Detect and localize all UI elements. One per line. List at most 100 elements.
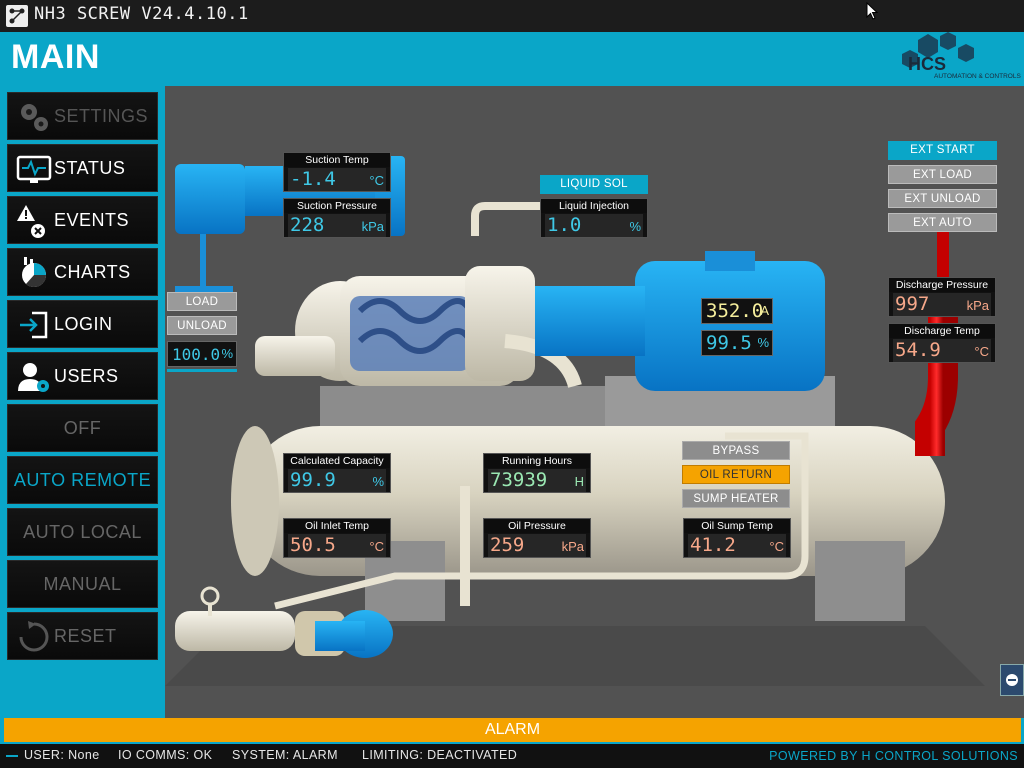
alarm-bar[interactable]: ALARM (4, 718, 1021, 742)
status-bar: USER: None IO COMMS: OK SYSTEM: ALARM LI… (0, 744, 1024, 768)
motor-load-value: 99.5 (706, 332, 752, 354)
mode-auto-remote-button[interactable]: AUTO REMOTE (7, 456, 158, 504)
oil-inlet-temp-unit: °C (369, 539, 384, 554)
slide-valve-unit: % (221, 346, 233, 361)
motor-current-value: 352.0 (706, 300, 764, 322)
remote-support-icon[interactable] (1000, 664, 1024, 696)
suction-temp-gauge: Suction Temp -1.4 °C (283, 152, 391, 192)
main-panel: LOAD UNLOAD 100.0 % Suction Temp -1.4 °C… (165, 86, 1024, 718)
discharge-temp-unit: °C (974, 344, 989, 359)
window-title: NH3 SCREW V24.4.10.1 (34, 4, 249, 24)
nav-users-label: USERS (54, 366, 119, 386)
liquid-sol-button[interactable]: LIQUID SOL (540, 175, 648, 194)
unload-button[interactable]: UNLOAD (167, 316, 237, 335)
status-user: USER: None (24, 748, 100, 762)
suction-temp-unit: °C (369, 173, 384, 188)
oil-inlet-temp-label: Oil Inlet Temp (284, 519, 390, 533)
bypass-button[interactable]: BYPASS (682, 441, 790, 460)
oil-sump-temp-value: 41.2 (690, 534, 736, 556)
ext-auto-button[interactable]: EXT AUTO (888, 213, 997, 232)
suction-pressure-value: 228 (290, 214, 325, 236)
oil-sump-temp-gauge: Oil Sump Temp 41.2 °C (683, 518, 791, 558)
nav-login-button[interactable]: LOGIN (7, 300, 158, 348)
liquid-injection-gauge: Liquid Injection 1.0 % (540, 198, 648, 238)
discharge-temp-label: Discharge Temp (889, 324, 995, 338)
page-header: MAIN HCS AUTOMATION & CONTROLS (0, 32, 1024, 86)
reset-button[interactable]: RESET (7, 612, 158, 660)
nav-users-button[interactable]: USERS (7, 352, 158, 400)
running-hours-label: Running Hours (484, 454, 590, 468)
suction-pressure-gauge: Suction Pressure 228 kPa (283, 198, 391, 238)
sidebar: SETTINGS STATUS EVENTS CHARTS (0, 86, 165, 718)
oil-pressure-label: Oil Pressure (484, 519, 590, 533)
oil-pressure-unit: kPa (561, 539, 584, 554)
calculated-capacity-gauge: Calculated Capacity 99.9 % (283, 453, 391, 493)
nav-status-label: STATUS (54, 158, 126, 178)
page-title: MAIN (11, 38, 100, 76)
oil-return-button[interactable]: OIL RETURN (682, 465, 790, 484)
mode-manual-label: MANUAL (43, 574, 122, 594)
users-gear-icon (18, 363, 49, 392)
calculated-capacity-label: Calculated Capacity (284, 454, 390, 468)
pie-chart-icon (22, 257, 47, 288)
ext-load-button[interactable]: EXT LOAD (888, 165, 997, 184)
sump-heater-button[interactable]: SUMP HEATER (682, 489, 790, 508)
oil-inlet-temp-value: 50.5 (290, 534, 336, 556)
discharge-temp-gauge: Discharge Temp 54.9 °C (888, 323, 996, 363)
oil-pressure-value: 259 (490, 534, 525, 556)
suction-pressure-unit: kPa (361, 219, 384, 234)
reset-label: RESET (54, 626, 117, 646)
discharge-pressure-label: Discharge Pressure (889, 278, 995, 292)
discharge-pressure-gauge: Discharge Pressure 997 kPa (888, 277, 996, 317)
mouse-cursor-icon (866, 2, 879, 20)
discharge-temp-value: 54.9 (895, 339, 941, 361)
oil-sump-temp-label: Oil Sump Temp (684, 519, 790, 533)
nav-events-button[interactable]: EVENTS (7, 196, 158, 244)
motor-load-display: 99.5 % (701, 330, 773, 356)
liquid-injection-value: 1.0 (547, 214, 582, 236)
suction-temp-label: Suction Temp (284, 153, 390, 167)
reset-icon (19, 621, 49, 652)
slide-valve-display: 100.0 % (167, 341, 237, 367)
running-hours-gauge: Running Hours 73939 H (483, 453, 591, 493)
nav-charts-button[interactable]: CHARTS (7, 248, 158, 296)
logo-text: HCS (908, 54, 946, 74)
oil-pressure-gauge: Oil Pressure 259 kPa (483, 518, 591, 558)
mode-off-label: OFF (63, 418, 102, 438)
mode-manual-button[interactable]: MANUAL (7, 560, 158, 608)
suction-temp-value: -1.4 (290, 168, 336, 190)
status-io-comms: IO COMMS: OK (118, 748, 213, 762)
mode-auto-local-button[interactable]: AUTO LOCAL (7, 508, 158, 556)
nav-events-label: EVENTS (54, 210, 130, 230)
motor-load-unit: % (757, 335, 769, 350)
company-logo: HCS AUTOMATION & CONTROLS (898, 32, 1022, 86)
ext-unload-button[interactable]: EXT UNLOAD (888, 189, 997, 208)
ext-start-button[interactable]: EXT START (888, 141, 997, 160)
liquid-injection-unit: % (629, 219, 641, 234)
window-titlebar: NH3 SCREW V24.4.10.1 (0, 0, 1024, 32)
nav-login-label: LOGIN (54, 314, 113, 334)
mode-auto-remote-label: AUTO REMOTE (13, 470, 152, 490)
load-button[interactable]: LOAD (167, 292, 237, 311)
status-system: SYSTEM: ALARM (232, 748, 338, 762)
gears-icon (21, 104, 48, 131)
motor-current-unit: A (760, 303, 769, 318)
nav-settings-button[interactable]: SETTINGS (7, 92, 158, 140)
warning-icon (17, 205, 45, 238)
mode-off-button[interactable]: OFF (7, 404, 158, 452)
discharge-pressure-unit: kPa (966, 298, 989, 313)
suction-pressure-label: Suction Pressure (284, 199, 390, 213)
calculated-capacity-unit: % (372, 474, 384, 489)
status-limiting: LIMITING: DEACTIVATED (362, 748, 518, 762)
monitor-pulse-icon (16, 155, 52, 183)
login-icon (20, 311, 48, 339)
status-indicator (6, 755, 18, 757)
motor-current-display: 352.0 A (701, 298, 773, 324)
slide-valve-bar (167, 369, 237, 372)
app-icon (6, 5, 28, 27)
discharge-pressure-value: 997 (895, 293, 930, 315)
nav-status-button[interactable]: STATUS (7, 144, 158, 192)
logo-subtext: AUTOMATION & CONTROLS (934, 73, 1021, 80)
nav-settings-label: SETTINGS (54, 106, 149, 126)
liquid-injection-label: Liquid Injection (541, 199, 647, 213)
